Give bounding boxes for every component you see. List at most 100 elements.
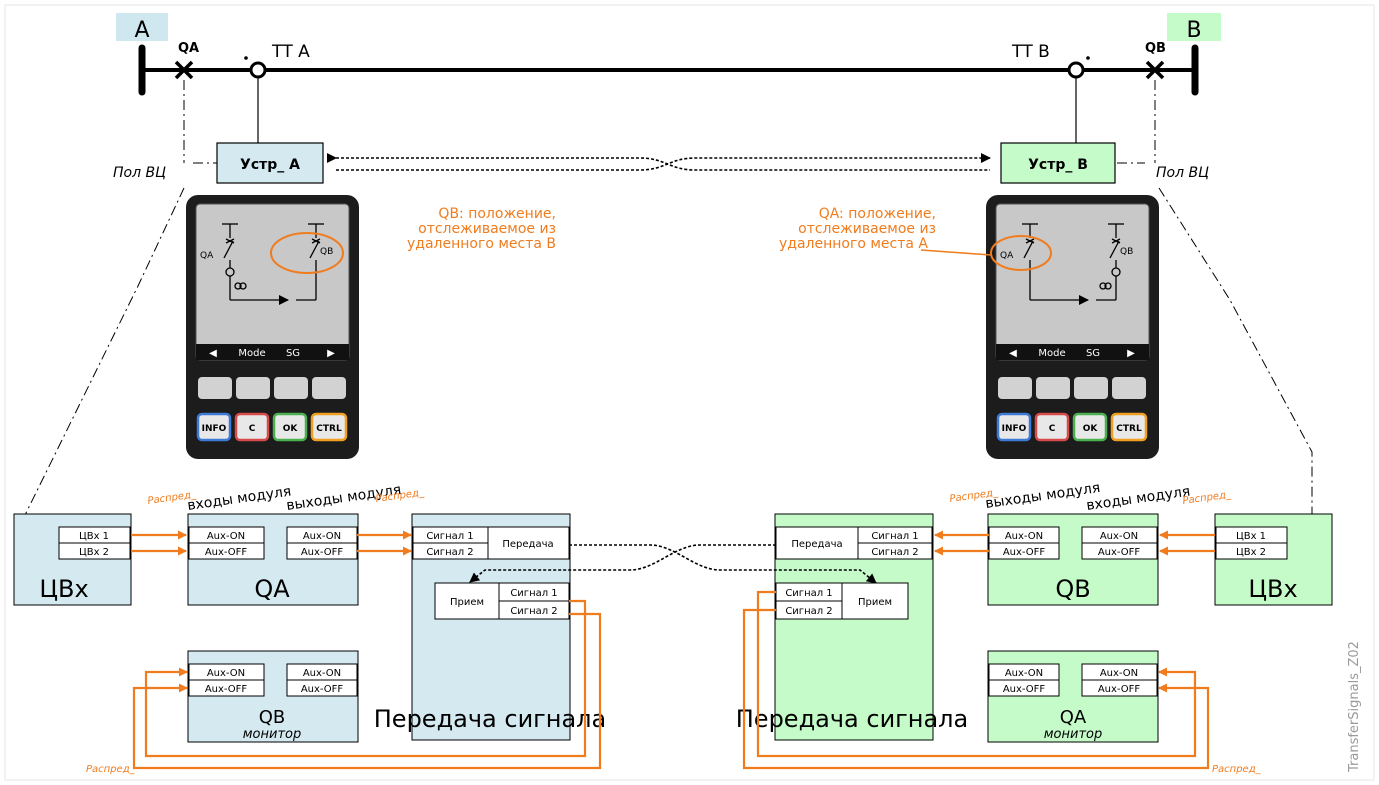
- dinputs-a-title: ЦВх: [39, 575, 88, 603]
- note-a-line2: отслеживаемое из: [418, 221, 556, 237]
- pol-vc-b-label: Пол ВЦ: [1156, 165, 1209, 181]
- softkey-bar-b: [996, 344, 1149, 360]
- transfer-title-a: Передача сигнала: [374, 705, 606, 733]
- dinputs-b-title: ЦВх: [1248, 575, 1297, 603]
- c-button-b[interactable]: [1034, 412, 1070, 442]
- fkey-1-b[interactable]: [998, 377, 1032, 399]
- ctrl-label-a: CTRL: [316, 424, 342, 434]
- tx-signal2-b: Сигнал 2: [871, 547, 918, 558]
- softkey-mode-a[interactable]: Mode: [238, 348, 265, 359]
- fkey-2-a[interactable]: [236, 377, 270, 399]
- softkey-left-a[interactable]: ◀: [209, 348, 217, 359]
- tx-signal2-a: Сигнал 2: [426, 547, 473, 558]
- qa-a-out-auxon: Aux-ON: [303, 531, 341, 542]
- qb-b-out-auxon: Aux-ON: [1005, 531, 1043, 542]
- qam-b-out-auxoff: Aux-OFF: [1003, 684, 1046, 695]
- transmit-a: Передача: [502, 539, 553, 550]
- din2-b-label: ЦВх 2: [1236, 547, 1266, 558]
- qbm-a-out-auxoff: Aux-OFF: [301, 684, 344, 695]
- qam-b-out-auxon: Aux-ON: [1005, 668, 1043, 679]
- qb-b-out-auxoff: Aux-OFF: [1003, 547, 1046, 558]
- fkey-3-a[interactable]: [274, 377, 308, 399]
- note-a-line3: удаленного места В: [407, 236, 556, 252]
- breaker-qa-label: QA: [178, 41, 199, 56]
- ok-button-a[interactable]: [272, 412, 308, 442]
- breaker-qa-icon: [174, 60, 194, 80]
- transfer-comm-link: [469, 544, 877, 584]
- busbar: [138, 44, 1199, 96]
- qa-a-title: QA: [254, 575, 290, 603]
- tx-signal1-a: Сигнал 1: [426, 531, 473, 542]
- sld-b: [1022, 223, 1124, 305]
- note-a-line1: QB: положение,: [438, 206, 556, 222]
- qbm-a-in-auxon: Aux-ON: [207, 668, 245, 679]
- transmit-b: Передача: [791, 539, 842, 550]
- c-label-a: C: [249, 424, 256, 434]
- fkey-4-b[interactable]: [1112, 377, 1146, 399]
- fkey-1-a[interactable]: [198, 377, 232, 399]
- raspred-a3: Распред_: [86, 764, 136, 775]
- inputs-label-a: входы модуля: [186, 484, 292, 514]
- device-b-label: Устр_ В: [1028, 157, 1088, 173]
- fkey-2-b[interactable]: [1036, 377, 1070, 399]
- qbm-a-out-auxon: Aux-ON: [303, 668, 341, 679]
- qam-b-title: QA: [1060, 707, 1087, 728]
- sld-qa-label-b: QA: [1000, 251, 1014, 261]
- bus-label-b-bg: [1167, 13, 1221, 41]
- qa-a-in-auxon: Aux-ON: [207, 531, 245, 542]
- softkey-sg-a[interactable]: SG: [286, 348, 300, 359]
- din1-b-label: ЦВх 1: [1236, 531, 1266, 542]
- qb-b-in-auxoff: Aux-OFF: [1098, 547, 1141, 558]
- info-button-a[interactable]: [196, 412, 232, 442]
- note-b-line2: отслеживаемое из: [798, 221, 936, 237]
- softkey-mode-b[interactable]: Mode: [1038, 348, 1065, 359]
- ok-label-b: OK: [1083, 424, 1099, 434]
- hmi-panel-b: ◀ Mode SG ▶ QA QB INFO C OK CTRL: [986, 195, 1159, 459]
- tx-signal1-b: Сигнал 1: [871, 531, 918, 542]
- din1-a-label: ЦВх 1: [79, 531, 109, 542]
- din2-a: [58, 542, 131, 560]
- softkey-left-b[interactable]: ◀: [1009, 348, 1017, 359]
- ct-a-icon: [244, 56, 267, 143]
- signal-arrows: [131, 530, 1215, 770]
- device-b-box: [1000, 142, 1116, 184]
- inputs-label-b: входы модуля: [1085, 484, 1191, 514]
- qb-b-in-auxon: Aux-ON: [1100, 531, 1138, 542]
- info-button-b[interactable]: [996, 412, 1032, 442]
- transfer-title-b: Передача сигнала: [736, 705, 968, 733]
- raspred-b3: Распред_: [1212, 764, 1262, 775]
- receive-b: Прием: [858, 597, 892, 608]
- highlight-qb-a: [270, 232, 344, 274]
- din2-a-label: ЦВх 2: [79, 547, 109, 558]
- outputs-label-b: выходы модуля: [984, 480, 1101, 512]
- c-button-a[interactable]: [234, 412, 270, 442]
- qam-b-in-auxon: Aux-ON: [1100, 668, 1138, 679]
- fkey-4-a[interactable]: [312, 377, 346, 399]
- ok-button-b[interactable]: [1072, 412, 1108, 442]
- softkey-sg-b[interactable]: SG: [1086, 348, 1100, 359]
- softkey-right-a[interactable]: ▶: [327, 348, 335, 359]
- ct-a-label: ТТ А: [271, 42, 310, 62]
- softkey-right-b[interactable]: ▶: [1127, 348, 1135, 359]
- sld-qb-label-a: QB: [320, 247, 333, 257]
- ct-b-label: ТТ В: [1011, 42, 1050, 62]
- note-b-leader: [920, 249, 992, 256]
- rx-signal1-a: Сигнал 1: [510, 588, 557, 599]
- info-label-a: INFO: [202, 424, 227, 434]
- ctrl-button-a[interactable]: [310, 412, 348, 442]
- rx-signal2-b: Сигнал 2: [785, 606, 832, 617]
- note-b-line1: QA: положение,: [819, 206, 936, 222]
- qa-a-out-auxoff: Aux-OFF: [301, 547, 344, 558]
- ctrl-button-b[interactable]: [1110, 412, 1148, 442]
- qam-b-in-auxoff: Aux-OFF: [1098, 684, 1141, 695]
- fkey-3-b[interactable]: [1074, 377, 1108, 399]
- ok-label-a: OK: [283, 424, 299, 434]
- bus-label-b: B: [1186, 18, 1201, 43]
- position-lines: [25, 80, 1313, 541]
- sld-qb-label-b: QB: [1120, 247, 1133, 257]
- device-comm-link: [327, 153, 991, 171]
- receive-a: Прием: [450, 597, 484, 608]
- breaker-qb-icon: [1145, 60, 1165, 80]
- sld-qa-label-a: QA: [200, 251, 214, 261]
- qa-a-in-auxoff: Aux-OFF: [205, 547, 248, 558]
